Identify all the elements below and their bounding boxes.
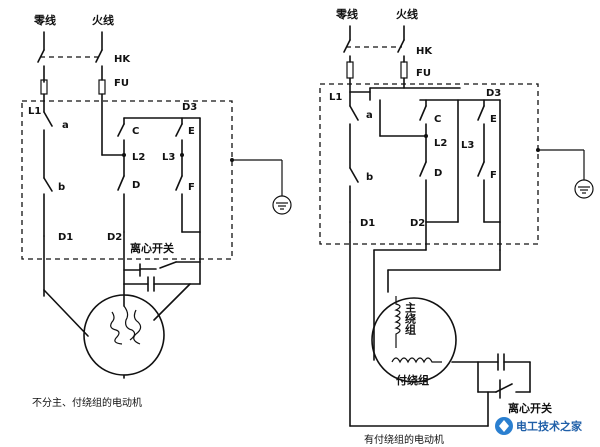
right-caption: 有付绕组的电动机 <box>364 433 444 446</box>
right-fuse-live <box>400 61 408 79</box>
right-main-winding-coil <box>394 296 401 348</box>
right-F: F <box>490 170 497 181</box>
left-ground-icon <box>272 195 292 215</box>
right-D: D <box>434 168 442 179</box>
watermark: 电工技术之家 <box>495 417 583 435</box>
left-centrifugal-label: 离心开关 <box>130 241 174 255</box>
left-D: D <box>132 180 140 191</box>
left-D3: D3 <box>182 102 197 113</box>
left-hk-label: HK <box>114 54 131 65</box>
right-a: a <box>366 110 373 121</box>
left-fuse-live <box>98 79 106 95</box>
left-C: C <box>132 126 139 137</box>
right-L3: L3 <box>461 140 474 151</box>
right-neutral-label: 零线 <box>335 7 358 21</box>
right-C: C <box>434 114 441 125</box>
right-hk-label: HK <box>416 46 433 57</box>
left-winding <box>110 305 142 345</box>
left-D2: D2 <box>107 232 122 243</box>
right-live-label: 火线 <box>396 7 418 21</box>
right-motor <box>371 297 457 383</box>
left-b: b <box>58 182 65 193</box>
right-ground-icon <box>574 179 594 199</box>
right-centrifugal-label: 离心开关 <box>508 401 552 415</box>
left-E: E <box>188 126 195 137</box>
watermark-text: 电工技术之家 <box>516 419 583 433</box>
right-D3: D3 <box>486 88 501 99</box>
left-a: a <box>62 120 69 131</box>
right-main-winding-label: 主绕组 <box>404 301 417 335</box>
left-neutral-label: 零线 <box>33 13 56 27</box>
right-diagram: 零线 火线 HK FU D3 L1 a b D1 <box>319 7 594 446</box>
left-diagram: 零线 火线 HK FU L1 a b D1 L2 <box>21 13 292 409</box>
right-aux-winding-coil <box>391 357 442 364</box>
left-caption: 不分主、付绕组的电动机 <box>32 396 142 409</box>
right-switch-box <box>319 83 539 245</box>
right-D2: D2 <box>410 218 425 229</box>
right-L1: L1 <box>329 92 342 103</box>
right-fu-label: FU <box>416 68 431 79</box>
left-L2: L2 <box>132 152 145 163</box>
right-fuse-neutral <box>346 61 354 79</box>
right-b: b <box>366 172 373 183</box>
right-E: E <box>490 114 497 125</box>
right-D1: D1 <box>360 218 375 229</box>
left-switch-box <box>21 100 233 260</box>
left-F: F <box>188 182 195 193</box>
left-L3: L3 <box>162 152 175 163</box>
left-fu-label: FU <box>114 78 129 89</box>
left-live-label: 火线 <box>92 13 114 27</box>
left-D1: D1 <box>58 232 73 243</box>
right-L2: L2 <box>434 138 447 149</box>
right-aux-winding-label: 付绕组 <box>396 373 429 387</box>
left-L1: L1 <box>28 106 41 117</box>
